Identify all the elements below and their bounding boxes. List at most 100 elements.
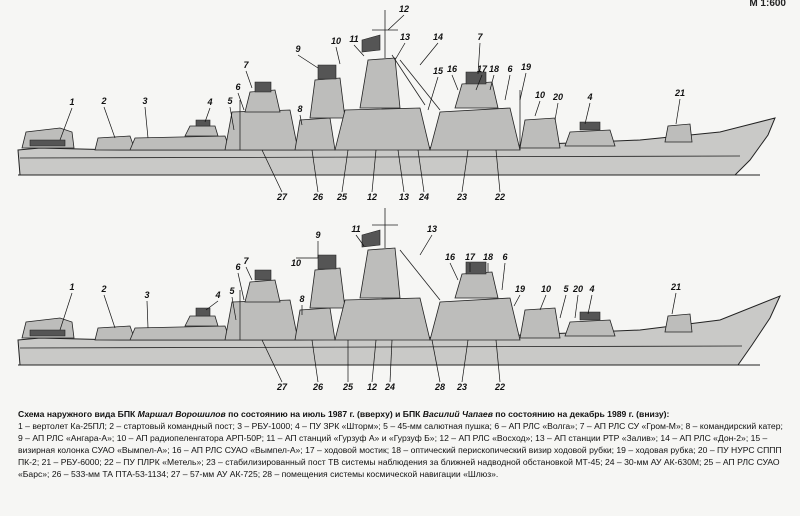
bottom-callout-number: 4 (214, 290, 220, 300)
bottom-callout-number: 11 (351, 224, 360, 234)
top-leader-line (504, 74, 511, 101)
top-callout-number: 24 (418, 192, 429, 202)
bottom-callout-number: 22 (494, 382, 505, 392)
bottom-callout-number: 27 (276, 382, 288, 392)
top-callout-number: 13 (400, 32, 410, 42)
top-callout-number: 21 (674, 88, 685, 98)
top-callout-number: 10 (535, 90, 545, 100)
bottom-callout-number: 24 (384, 382, 395, 392)
bottom-callout-number: 23 (456, 382, 467, 392)
top-callout-number: 9 (295, 44, 300, 54)
top-leader-line (237, 92, 245, 111)
bottom-callout-number: 9 (315, 230, 320, 240)
top-callout-number: 4 (206, 97, 212, 107)
top-leader-line (59, 107, 73, 141)
top-callout-number: 6 (235, 82, 241, 92)
top-callout-number: 19 (521, 62, 531, 72)
bottom-leader-line (371, 339, 377, 383)
top-leader-line (417, 149, 425, 193)
top-callout-number: 11 (349, 34, 358, 44)
top-callout-number: 12 (399, 4, 409, 14)
top-leader-line (311, 149, 319, 193)
top-callout-number: 3 (142, 96, 147, 106)
ship-top-drawing (17, 10, 776, 176)
caption: Схема наружного вида БПК Маршал Ворошило… (18, 408, 788, 481)
bottom-leader-line (587, 294, 593, 315)
top-callout-number: 4 (586, 92, 592, 102)
bottom-leader-line (461, 339, 469, 383)
bottom-leader-line (245, 266, 253, 281)
bottom-callout-number: 13 (427, 224, 437, 234)
top-callout-number: 18 (489, 64, 499, 74)
top-leader-line (341, 149, 349, 193)
bottom-callout-number: 10 (291, 258, 301, 268)
top-leader-line (451, 74, 459, 91)
top-callout-number: 16 (447, 64, 458, 74)
bottom-callout-number: 26 (312, 382, 324, 392)
top-leader-line (489, 74, 495, 91)
bottom-leader-line (146, 300, 149, 329)
bottom-leader-line (261, 339, 283, 383)
bottom-callout-number: 10 (541, 284, 551, 294)
bottom-leader-line (539, 294, 547, 311)
bottom-leader-line (355, 234, 365, 247)
ship-name-1: Маршал Ворошилов (137, 409, 226, 419)
bottom-callout-number: 5 (563, 284, 569, 294)
bottom-callout-number: 1 (69, 282, 74, 292)
bottom-callout-number: 18 (483, 252, 493, 262)
bottom-callout-number: 25 (342, 382, 354, 392)
bottom-leader-line (103, 294, 116, 329)
bottom-leader-line (237, 272, 245, 301)
bottom-leader-line (559, 294, 567, 319)
bottom-callout-number: 28 (434, 382, 445, 392)
top-callout-number: 7 (243, 60, 249, 70)
top-leader-line (335, 46, 341, 65)
bottom-callout-number: 7 (243, 256, 249, 266)
top-leader-line (103, 106, 116, 139)
top-callout-number: 1 (69, 97, 74, 107)
top-leader-line (495, 149, 501, 193)
bottom-leader-line (311, 339, 319, 383)
bottom-callout-number: 19 (515, 284, 525, 294)
top-leader-line (297, 54, 319, 69)
top-callout-number: 14 (433, 32, 443, 42)
bottom-callout-number: 3 (144, 290, 149, 300)
top-callout-number: 15 (433, 66, 444, 76)
top-callout-number: 27 (276, 192, 288, 202)
bottom-callout-number: 12 (367, 382, 377, 392)
top-leader-line (519, 72, 527, 101)
scale-label: М 1:600 (749, 0, 786, 9)
top-callout-number: 13 (399, 192, 409, 202)
bottom-leader-line (501, 262, 506, 291)
top-leader-line (477, 42, 481, 75)
top-leader-line (204, 107, 211, 123)
bottom-callout-number: 4 (588, 284, 594, 294)
top-leader-line (144, 106, 149, 139)
top-leader-line (584, 102, 591, 125)
top-callout-number: 12 (367, 192, 377, 202)
top-callout-number: 10 (331, 36, 341, 46)
top-callout-number: 6 (507, 64, 513, 74)
caption-title: Схема наружного вида БПК Маршал Ворошило… (18, 409, 670, 419)
bottom-callout-number: 20 (572, 284, 583, 294)
bottom-leader-line (59, 292, 73, 331)
top-leader-line (261, 149, 283, 193)
top-leader-line (554, 102, 559, 121)
top-leader-line (394, 42, 406, 61)
top-leader-line (534, 100, 541, 117)
bottom-callout-number: 6 (235, 262, 241, 272)
top-leader-line (371, 149, 377, 193)
top-callout-number: 2 (100, 96, 106, 106)
ship-name-2: Василий Чапаев (422, 409, 493, 419)
bottom-callout-number: 17 (465, 252, 476, 262)
top-leader-line (387, 14, 405, 31)
top-callout-number: 26 (312, 192, 324, 202)
bottom-callout-number: 16 (445, 252, 456, 262)
top-leader-line (427, 76, 439, 111)
top-leader-line (299, 114, 303, 126)
top-callout-number: 25 (336, 192, 348, 202)
top-callout-number: 22 (494, 192, 505, 202)
top-leader-line (419, 42, 439, 66)
